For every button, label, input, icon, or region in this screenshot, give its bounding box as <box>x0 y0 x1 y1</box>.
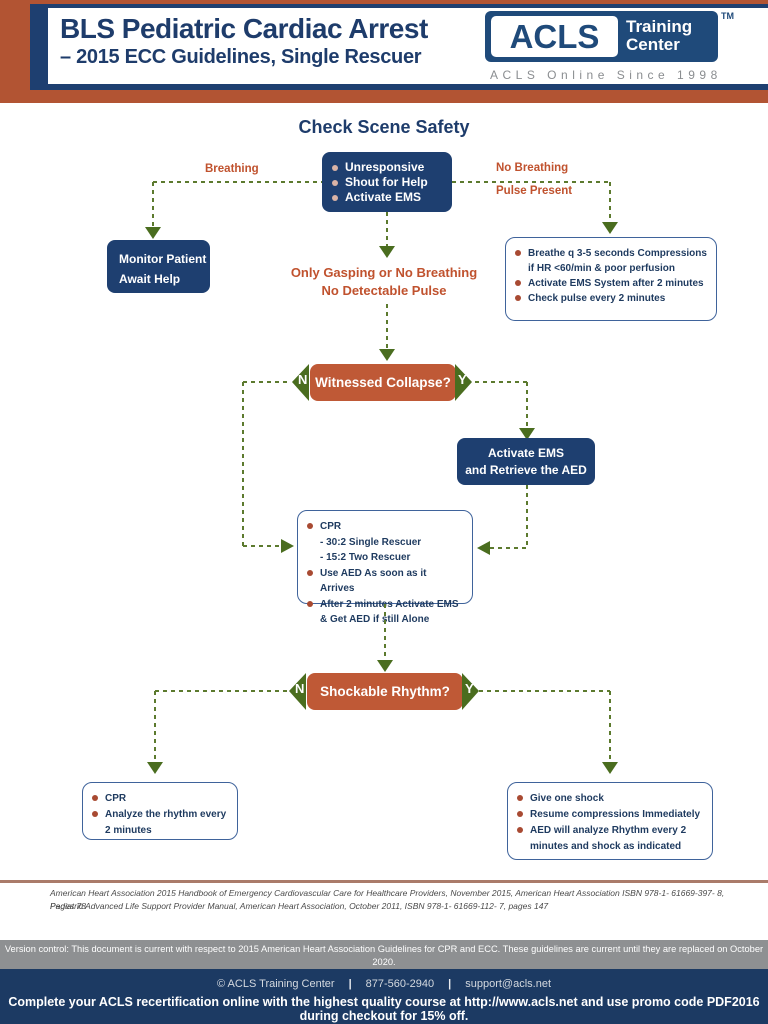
connector-dash <box>243 381 291 383</box>
bullet-icon <box>307 523 313 529</box>
acls-logo-wordmark: ACLS <box>491 16 618 57</box>
bullet-icon <box>332 180 338 186</box>
connector-dash <box>490 547 527 549</box>
no-branch-triangle-icon <box>292 364 309 401</box>
bullet-icon <box>517 795 523 801</box>
connector-dash <box>243 545 280 547</box>
separator: | <box>348 978 352 990</box>
connector-dash <box>386 304 388 349</box>
citation-divider <box>0 880 768 883</box>
arrow-down-icon <box>602 222 618 234</box>
shockable-rhythm-question: Shockable Rhythm? <box>307 673 463 710</box>
branch-label-no-breathing: No Breathing Pulse Present <box>496 162 573 197</box>
no-label: N <box>295 681 305 696</box>
connector-dash <box>609 691 611 762</box>
connector-dash <box>475 381 527 383</box>
page-title: BLS Pediatric Cardiac Arrest <box>60 13 428 44</box>
monitor-patient-box: Monitor Patient Await Help <box>107 240 210 293</box>
cpr-box: CPR - 30:2 Single Rescuer - 15:2 Two Res… <box>297 510 473 625</box>
arrow-down-icon <box>377 660 393 672</box>
bullet-icon <box>515 250 521 256</box>
connector-dash <box>152 182 154 227</box>
arrow-down-icon <box>147 762 163 774</box>
arrow-down-icon <box>602 762 618 774</box>
no-label: N <box>298 372 308 387</box>
connector-dash <box>526 382 528 428</box>
bullet-icon <box>517 827 523 833</box>
activate-ems-box: Activate EMS and Retrieve the AED <box>457 438 595 485</box>
citation: Pediatric Advanced Life Support Provider… <box>50 901 549 911</box>
connector-dash <box>242 382 244 546</box>
arrow-right-icon <box>281 539 294 553</box>
yes-branch-triangle-icon <box>455 364 472 401</box>
continue-cpr-box: CPR Analyze the rhythm every 2 minutes <box>82 782 238 840</box>
yes-label: Y <box>458 372 467 387</box>
connector-dash <box>609 182 611 222</box>
connector-dash <box>479 690 610 692</box>
footer: © ACLS Training Center | 877-560-2940 | … <box>0 969 768 1024</box>
arrow-left-icon <box>477 541 490 555</box>
logo-tagline: ACLS Online Since 1998 <box>490 68 722 82</box>
yes-branch-triangle-icon <box>462 673 479 710</box>
witnessed-collapse-question: Witnessed Collapse? <box>310 364 456 401</box>
page-subtitle: – 2015 ECC Guidelines, Single Rescuer <box>60 46 422 68</box>
arrow-down-icon <box>379 246 395 258</box>
acls-logo: ACLS Training Center <box>485 11 718 62</box>
bullet-icon <box>92 795 98 801</box>
start-box: Unresponsive Shout for Help Activate EMS <box>322 152 452 212</box>
bullet-icon <box>332 165 338 171</box>
version-control-bar: Version control: This document is curren… <box>0 940 768 979</box>
arrow-down-icon <box>145 227 161 239</box>
connector-dash <box>386 212 388 246</box>
bullet-icon <box>92 811 98 817</box>
footer-contact-row: © ACLS Training Center | 877-560-2940 | … <box>0 978 768 990</box>
bullet-icon <box>515 295 521 301</box>
connector-dash <box>155 690 289 692</box>
branch-label-breathing: Breathing <box>205 163 259 175</box>
footer-copyright: © ACLS Training Center <box>217 978 335 990</box>
gasping-label: Only Gasping or No Breathing No Detectab… <box>290 265 478 298</box>
give-shock-box: Give one shock Resume compressions Immed… <box>507 782 713 860</box>
bullet-icon <box>307 600 313 607</box>
connector-dash <box>384 604 386 660</box>
footer-phone[interactable]: 877-560-2940 <box>365 978 435 990</box>
footer-email-link[interactable]: support@acls.net <box>465 978 551 990</box>
footer-promo: Complete your ACLS recertification onlin… <box>8 995 760 1023</box>
connector-dash <box>153 181 322 183</box>
arrow-down-icon <box>519 428 535 440</box>
yes-label: Y <box>465 681 474 696</box>
bullet-icon <box>332 195 338 201</box>
connector-dash <box>526 485 528 547</box>
bullet-icon <box>517 811 523 817</box>
flowchart-title: Check Scene Safety <box>298 117 470 137</box>
trademark-symbol: TM <box>721 11 734 21</box>
separator: | <box>448 978 452 990</box>
no-branch-triangle-icon <box>289 673 306 710</box>
bullet-icon <box>515 280 521 286</box>
connector-dash <box>154 691 156 762</box>
citation: American Heart Association 2015 Handbook… <box>50 888 725 911</box>
connector-dash <box>452 181 610 183</box>
acls-logo-name: Training Center <box>626 17 693 54</box>
breathe-instructions-box: Breathe q 3-5 seconds Compressions if HR… <box>505 237 717 321</box>
bullet-icon <box>307 569 313 576</box>
arrow-down-icon <box>379 349 395 361</box>
